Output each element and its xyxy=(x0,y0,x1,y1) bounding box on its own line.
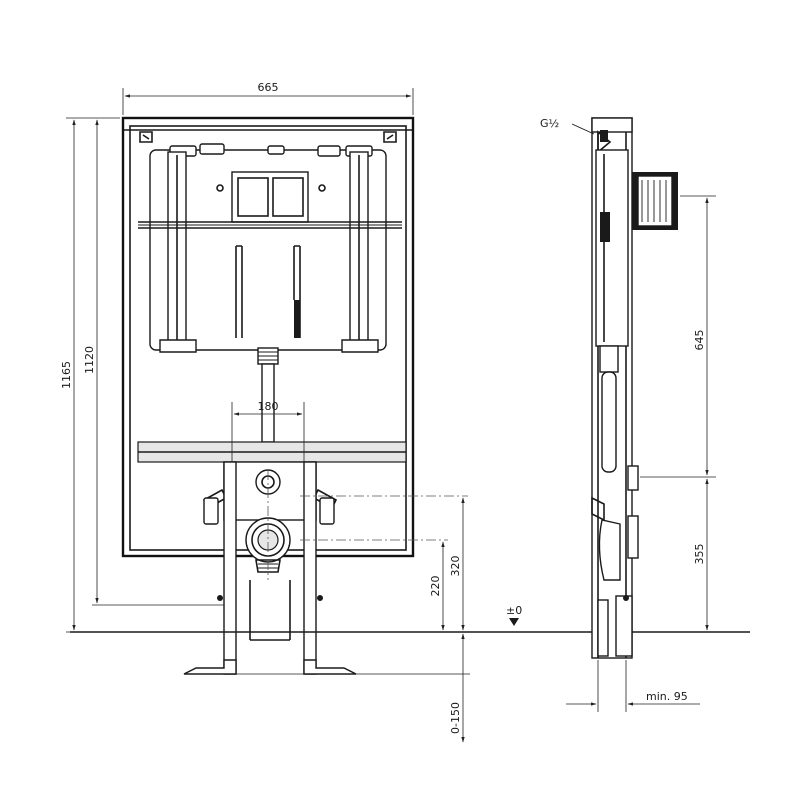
dim-min-depth: min. 95 xyxy=(646,690,688,703)
flush-button-left xyxy=(237,177,269,217)
side-connection xyxy=(627,465,639,491)
flush-button-right xyxy=(272,177,304,217)
dim-connection-height: 355 xyxy=(693,544,706,565)
dim-inlet-height: 320 xyxy=(449,556,462,577)
dim-outlet-spacing: 180 xyxy=(258,400,279,413)
front-view xyxy=(121,116,468,675)
flush-plate-opening xyxy=(231,171,309,223)
foot-right xyxy=(303,659,357,675)
dim-drain-height: 220 xyxy=(429,576,442,597)
corner-bracket-left xyxy=(139,131,153,143)
corner-bracket-right xyxy=(383,131,397,143)
foot-left xyxy=(183,659,237,675)
dim-adjust-range: 0-150 xyxy=(449,702,462,734)
floor-level-label: ±0 xyxy=(506,604,522,617)
floor-marker xyxy=(509,618,519,626)
thread-size-label: G½ xyxy=(540,117,559,130)
front-dimensions: 665 1165 1120 180 220 320 0-150 ±0 xyxy=(60,81,750,743)
dim-total-height: 1165 xyxy=(60,361,73,389)
side-flush-pipe xyxy=(601,371,617,473)
dim-total-width: 665 xyxy=(258,81,279,94)
side-dimensions: G½ 645 355 min. 95 xyxy=(540,117,716,712)
dim-cistern-height: 645 xyxy=(693,330,706,351)
side-drain-bend xyxy=(598,519,621,581)
leg-right xyxy=(303,461,317,675)
dim-frame-height: 1120 xyxy=(83,346,96,374)
side-cistern xyxy=(595,149,629,347)
leg-left xyxy=(223,461,237,675)
side-view xyxy=(571,117,678,659)
